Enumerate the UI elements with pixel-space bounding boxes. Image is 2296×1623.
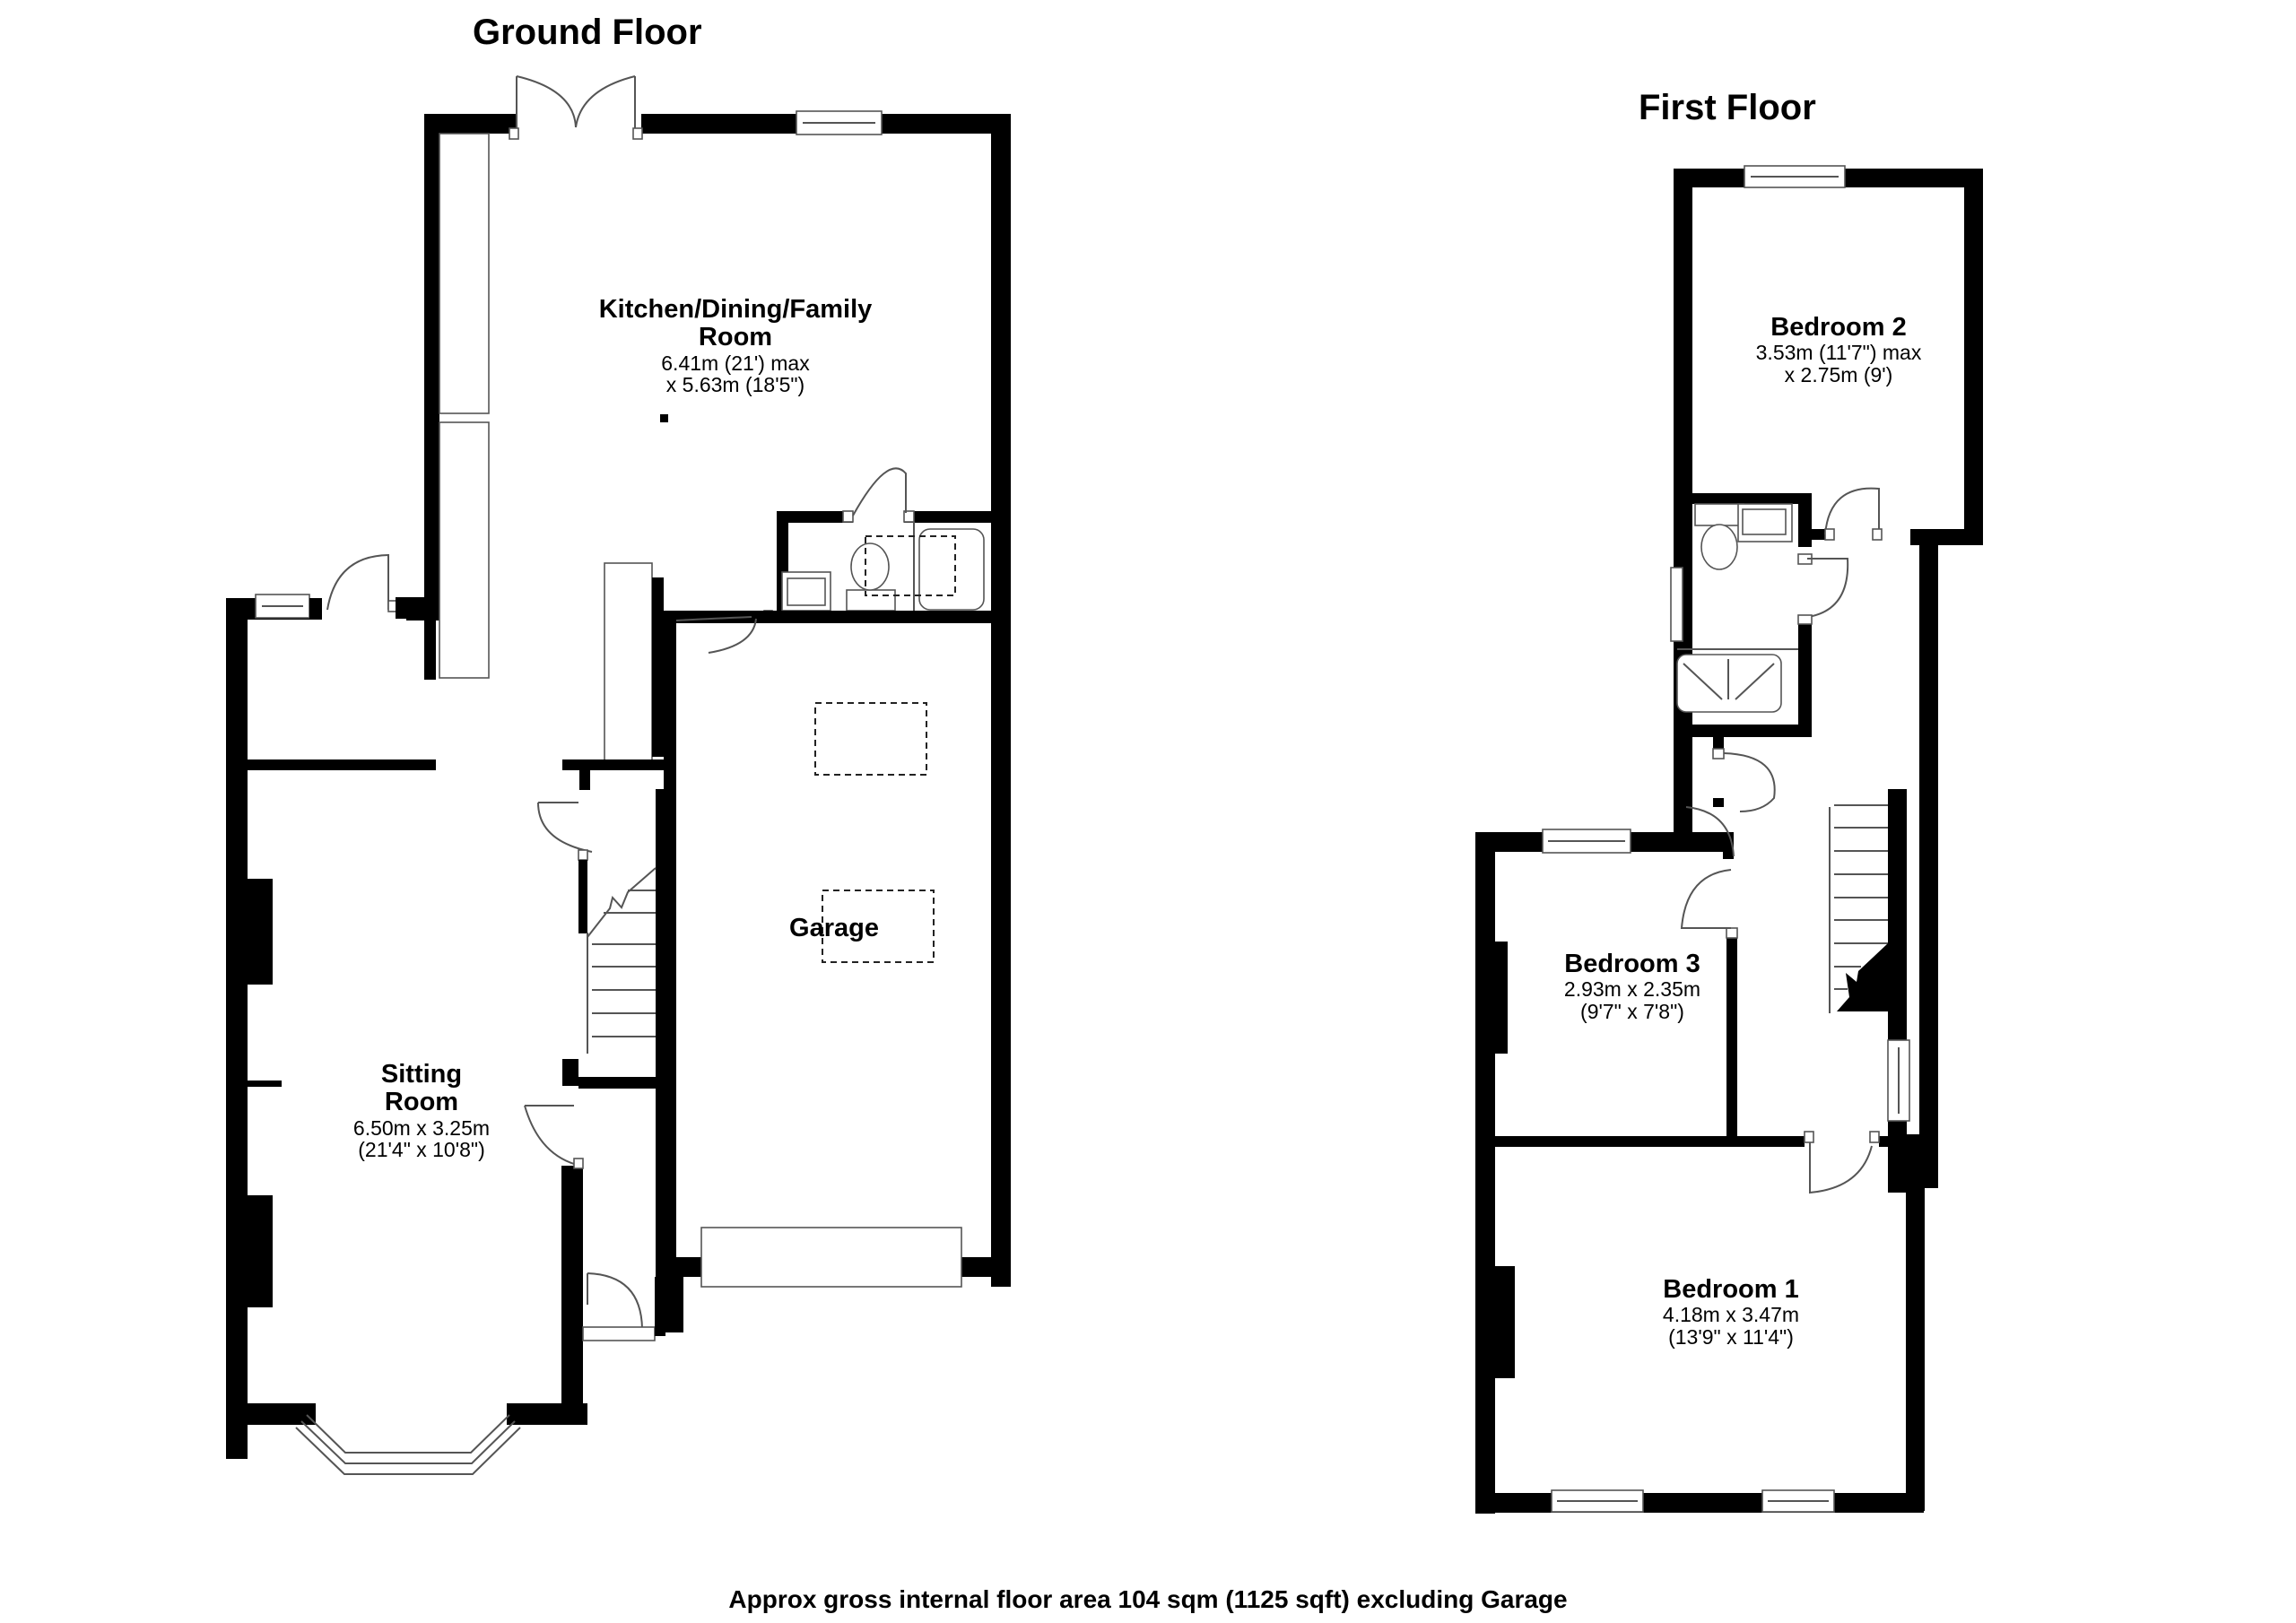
room-label-kitchen: Kitchen/Dining/Family Room 6.41m (21') m… [547,295,924,397]
room-label-sitting-room: Sitting Room 6.50m x 3.25m (21'4" x 10'8… [305,1060,538,1162]
room-dimensions: (9'7" x 7'8") [1580,1000,1684,1024]
bay-window-icon [295,1414,521,1475]
toilet-icon [846,542,896,612]
room-name: Sitting [380,1060,463,1089]
french-doors-icon [509,75,643,140]
room-dimensions: 3.53m (11'7") max [1755,341,1922,365]
toilet-icon [1694,503,1744,570]
shower-tray-icon [1676,654,1782,713]
garage-door-icon [700,1227,962,1288]
window-icon [1670,567,1683,642]
room-name: Bedroom 2 [1770,313,1907,342]
room-dimensions: 2.93m x 2.35m [1563,977,1701,1002]
room-dimensions: x 2.75m (9') [1784,363,1893,387]
room-dimensions: (13'9" x 11'4") [1668,1325,1794,1350]
floor-area-note: Approx gross internal floor area 104 sqm… [728,1585,1568,1613]
room-label-bedroom-2: Bedroom 2 3.53m (11'7") max x 2.75m (9') [1704,313,1973,387]
ground-floor-plan [226,75,1011,1475]
staircase-icon [587,867,657,1054]
first-floor-title: First Floor [1639,88,1816,127]
basin-icon [781,571,831,612]
room-name: Bedroom 3 [1564,950,1700,978]
room-label-garage: Garage [744,914,924,942]
room-dimensions: x 5.63m (18'5") [665,373,805,397]
room-name: Garage [789,914,879,942]
ground-floor-title: Ground Floor [473,13,702,52]
basin-icon [1737,503,1793,542]
first-floor-plan [1475,165,1983,1514]
room-dimensions: 6.50m x 3.25m [352,1115,491,1140]
room-label-bedroom-3: Bedroom 3 2.93m x 2.35m (9'7" x 7'8") [1516,950,1749,1023]
room-name: Room [384,1088,459,1117]
shower-tray-icon [918,528,985,611]
room-dimensions: (21'4" x 10'8") [358,1138,485,1162]
room-dimensions: 4.18m x 3.47m [1662,1303,1800,1327]
room-name: Room [698,323,773,352]
staircase-icon [1829,789,1907,1193]
room-label-bedroom-1: Bedroom 1 4.18m x 3.47m (13'9" x 11'4") [1596,1275,1866,1350]
room-dimensions: 6.41m (21') max [661,351,810,375]
room-name: Kitchen/Dining/Family [598,295,873,324]
room-name: Bedroom 1 [1663,1275,1799,1304]
